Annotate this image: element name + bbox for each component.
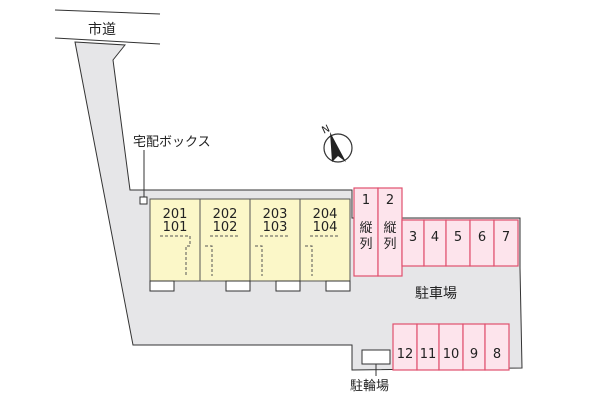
- unit-label-lower: 103: [263, 220, 288, 235]
- unit-label-lower: 101: [163, 220, 188, 235]
- parking-space-number: 11: [420, 347, 437, 362]
- parking-space-number: 9: [470, 347, 478, 362]
- compass: N: [320, 123, 353, 163]
- unit-label-upper: 204: [313, 207, 338, 222]
- road-edge-top: [54, 9, 161, 15]
- bicycle-parking-label: 駐輪場: [350, 378, 389, 394]
- entrance-step: [149, 280, 175, 292]
- parking-space-10: [438, 323, 464, 371]
- delivery-box-label: 宅配ボックス: [133, 135, 211, 150]
- entrance-step: [325, 280, 351, 292]
- parking-space-5: [445, 219, 471, 267]
- parking-space-number: 12: [397, 347, 414, 362]
- unit-dashed-1: [160, 235, 191, 276]
- delivery-box: [139, 196, 148, 205]
- lower-parking-row: 12 11 10 9 8: [392, 323, 510, 371]
- compass-needle: [330, 132, 346, 162]
- parking-space-1: [353, 187, 379, 277]
- tandem-note-char: 列: [359, 237, 372, 252]
- unit-dashed-2: [205, 235, 240, 276]
- parking-space-number: 2: [386, 193, 394, 208]
- tandem-note-char: 縦: [383, 221, 396, 236]
- entrance-step: [275, 280, 301, 292]
- parking-space-number: 7: [502, 230, 510, 245]
- parking-space-number: 4: [431, 230, 439, 245]
- parking-space-2: [377, 187, 403, 277]
- building: 201 101 202 102 203 103 204 104: [149, 198, 351, 292]
- unit-label-upper: 203: [263, 207, 288, 222]
- unit-label-lower: 102: [213, 220, 238, 235]
- compass-label: N: [320, 123, 331, 136]
- parking-space-number: 8: [493, 347, 501, 362]
- parking-space-number: 6: [478, 230, 486, 245]
- unit-dashed-3: [255, 235, 290, 276]
- entrance-step: [225, 280, 251, 292]
- tandem-note: 縦列: [383, 221, 396, 252]
- parking-space-8: [484, 323, 510, 371]
- tandem-note: 縦列: [359, 221, 372, 252]
- tandem-parking: 1 2 縦列 縦列: [353, 187, 403, 277]
- parking-label: 駐車場: [415, 285, 457, 302]
- tandem-note-char: 縦: [359, 221, 372, 236]
- parking-space-number: 1: [362, 193, 370, 208]
- parking-space-number: 5: [454, 230, 462, 245]
- parking-space-number: 10: [443, 347, 460, 362]
- road-label: 市道: [88, 21, 116, 38]
- unit-label-upper: 201: [163, 207, 188, 222]
- unit-label-lower: 104: [313, 220, 338, 235]
- bicycle-parking: [361, 349, 391, 365]
- road-edge-bottom: [54, 37, 161, 45]
- parking-space-12: [392, 323, 418, 371]
- parking-space-number: 3: [409, 230, 417, 245]
- unit-label-upper: 202: [213, 207, 238, 222]
- parking-space-7: [493, 219, 519, 267]
- tandem-note-char: 列: [383, 237, 396, 252]
- unit-dashed-4: [305, 235, 340, 276]
- upper-parking-row: 3 4 5 6 7: [401, 219, 519, 267]
